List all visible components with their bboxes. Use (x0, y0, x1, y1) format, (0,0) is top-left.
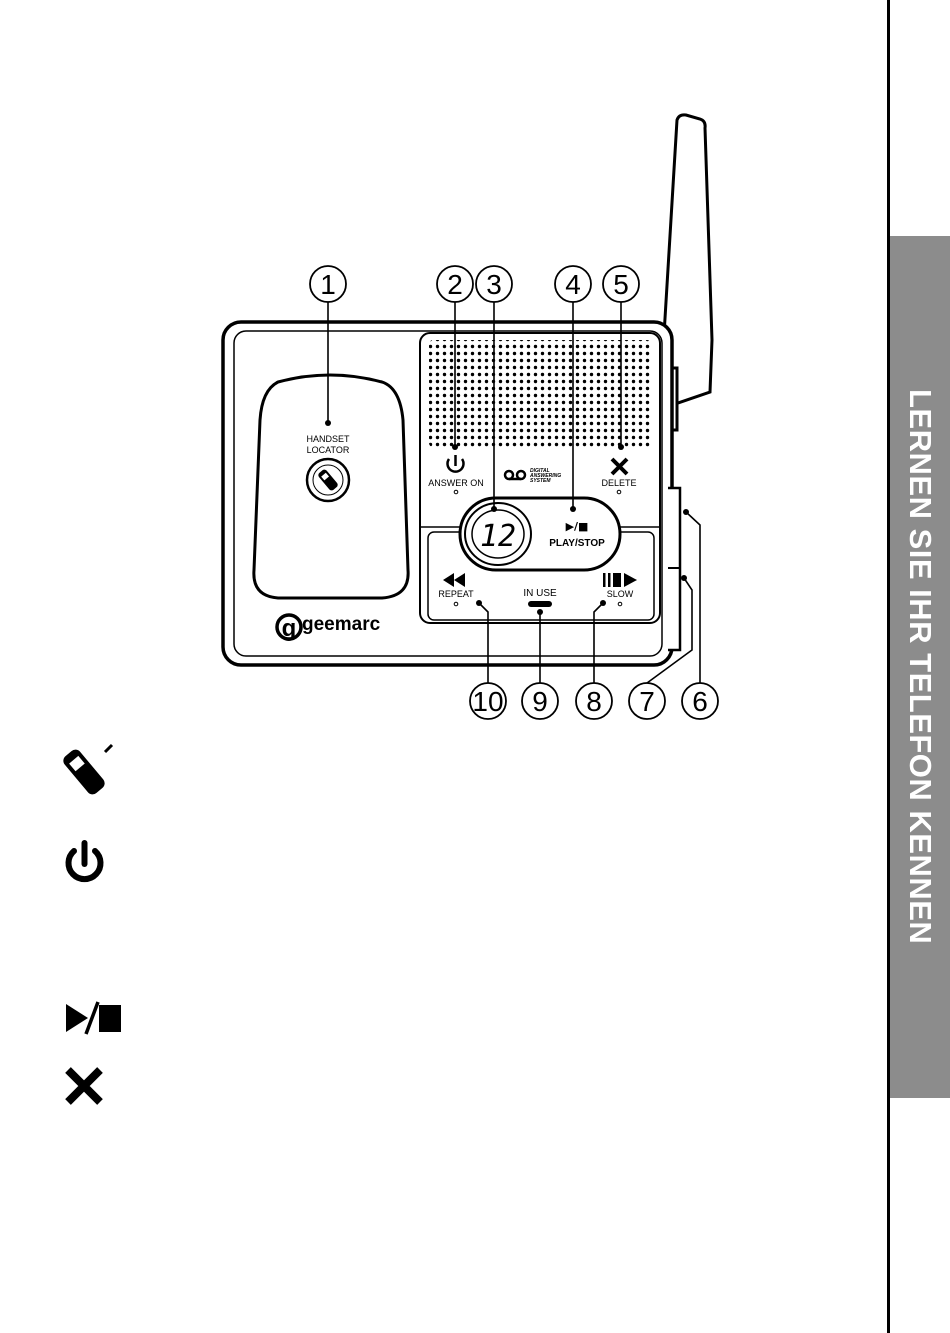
svg-text:10: 10 (472, 686, 503, 717)
svg-text:4: 4 (565, 269, 581, 300)
slow-label: SLOW (607, 589, 634, 599)
repeat-label: REPEAT (438, 589, 474, 599)
callout-8: 8 (576, 683, 612, 719)
in-use-label: IN USE (523, 588, 557, 599)
svg-text:7: 7 (639, 686, 655, 717)
delete-x-icon (68, 1070, 100, 1102)
svg-text:8: 8 (586, 686, 602, 717)
callout-2: 2 (437, 266, 473, 302)
handset-locator-label-1: HANDSET (306, 434, 350, 444)
play-stop-label: PLAY/STOP (549, 538, 605, 549)
svg-text:3: 3 (486, 269, 502, 300)
message-counter-display: 12 (480, 519, 516, 554)
callout-1: 1 (310, 266, 346, 302)
brand-name: geemarc (302, 614, 381, 635)
svg-text:2: 2 (447, 269, 463, 300)
callout-7: 7 (629, 683, 665, 719)
display-play-stop-unit: 12 ▶/■ PLAY/STOP (460, 498, 620, 570)
svg-text:SYSTEM: SYSTEM (530, 478, 551, 484)
svg-text:5: 5 (613, 269, 629, 300)
callout-5: 5 (603, 266, 639, 302)
callout-4: 4 (555, 266, 591, 302)
handset-cradle: HANDSET LOCATOR (254, 375, 408, 598)
delete-label: DELETE (601, 478, 636, 488)
play-stop-symbol: ▶/■ (566, 520, 589, 533)
handset-locator-label-2: LOCATOR (307, 445, 350, 455)
callout-3: 3 (476, 266, 512, 302)
power-icon (69, 843, 101, 879)
callout-10: 10 (470, 683, 506, 719)
svg-text:g: g (282, 615, 297, 642)
speaker-grill (429, 340, 651, 447)
answer-on-label: ANSWER ON (428, 478, 484, 488)
play-stop-icon (66, 1002, 121, 1034)
callout-6: 6 (682, 683, 718, 719)
svg-text:6: 6 (692, 686, 708, 717)
handset-locator-icon (61, 745, 112, 797)
in-use-indicator: IN USE (523, 588, 557, 607)
callout-9: 9 (522, 683, 558, 719)
svg-text:9: 9 (532, 686, 548, 717)
svg-text:1: 1 (320, 269, 336, 300)
